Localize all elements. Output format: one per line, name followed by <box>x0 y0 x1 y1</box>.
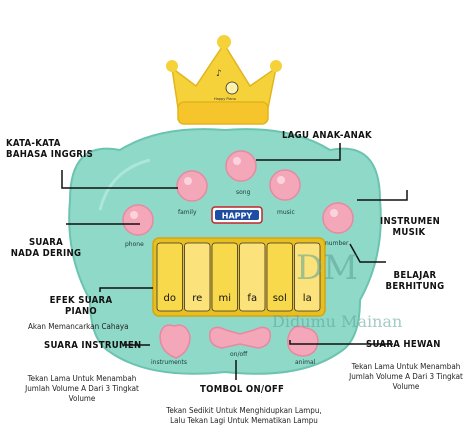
label-song: song <box>236 189 251 196</box>
button-animal[interactable] <box>287 325 319 357</box>
label-suara-nada: SUARA NADA DERING <box>10 237 82 259</box>
piano-key-label: mi <box>218 293 231 304</box>
piano-key-label: fa <box>247 293 257 304</box>
label-belajar: BELAJAR BERHITUNG <box>385 270 445 292</box>
piano-key-mi[interactable] <box>211 242 238 312</box>
music-note-icon: ♪ <box>216 69 222 79</box>
button-music[interactable] <box>269 169 301 201</box>
label-onoff: on/off <box>230 351 248 358</box>
label-suara-hewan-sub: Tekan Lama Untuk Menambah Jumlah Volume … <box>349 362 463 391</box>
label-suara-hewan: SUARA HEWAN <box>366 339 441 350</box>
label-tombol-sub: Tekan Sedikit Untuk Menghidupkan Lampu, … <box>166 406 322 425</box>
piano-key-label: sol <box>273 293 287 304</box>
piano-key-la[interactable] <box>294 242 321 312</box>
piano-key-label: do <box>164 293 176 304</box>
piano-key-label: re <box>192 293 202 304</box>
leader-lines <box>61 143 408 380</box>
cat-face-icon <box>225 81 239 95</box>
piano-key-sol[interactable] <box>266 242 293 312</box>
piano-key-fa[interactable] <box>239 242 266 312</box>
label-phone: phone <box>125 241 144 248</box>
button-onoff[interactable] <box>209 326 271 349</box>
label-tombol: TOMBOL ON/OFF <box>200 384 285 395</box>
crown: ♪ Happy Piano <box>166 35 282 125</box>
label-suara-instrumen-sub: Tekan Lama Untuk Menambah Jumlah Volume … <box>25 374 139 403</box>
label-kata-kata: KATA-KATA BAHASA INGGRIS <box>6 138 94 160</box>
piano-key-label: la <box>303 293 312 304</box>
piano-keyboard: do re mi fa sol la <box>152 237 326 317</box>
label-instruments: instruments <box>151 359 187 366</box>
button-song[interactable] <box>225 150 257 182</box>
label-animal: animal <box>295 359 316 366</box>
piano-key-re[interactable] <box>184 242 211 312</box>
button-family[interactable] <box>176 170 208 202</box>
button-number[interactable] <box>322 202 354 234</box>
label-music: music <box>277 209 295 216</box>
label-efek-suara-sub: Akan Memancarkan Cahaya <box>28 322 129 331</box>
button-instruments[interactable] <box>159 324 191 359</box>
label-number: number <box>325 240 349 247</box>
watermark-monogram: DM <box>296 248 359 288</box>
svg-text:HAPPY: HAPPY <box>222 212 253 221</box>
happy-logo: HAPPY <box>211 206 263 224</box>
label-instrumen-musik: INSTRUMEN MUSIK <box>380 216 441 238</box>
button-phone[interactable] <box>122 204 154 236</box>
label-efek-suara: EFEK SUARA PIANO <box>49 295 113 317</box>
label-family: family <box>178 209 197 216</box>
label-lagu: LAGU ANAK-ANAK <box>282 130 372 141</box>
watermark-name: Didumu Mainan <box>272 312 403 331</box>
crown-text: Happy Piano <box>214 97 236 101</box>
label-suara-instrumen: SUARA INSTRUMEN <box>44 340 142 351</box>
piano-key-do[interactable] <box>156 242 183 312</box>
